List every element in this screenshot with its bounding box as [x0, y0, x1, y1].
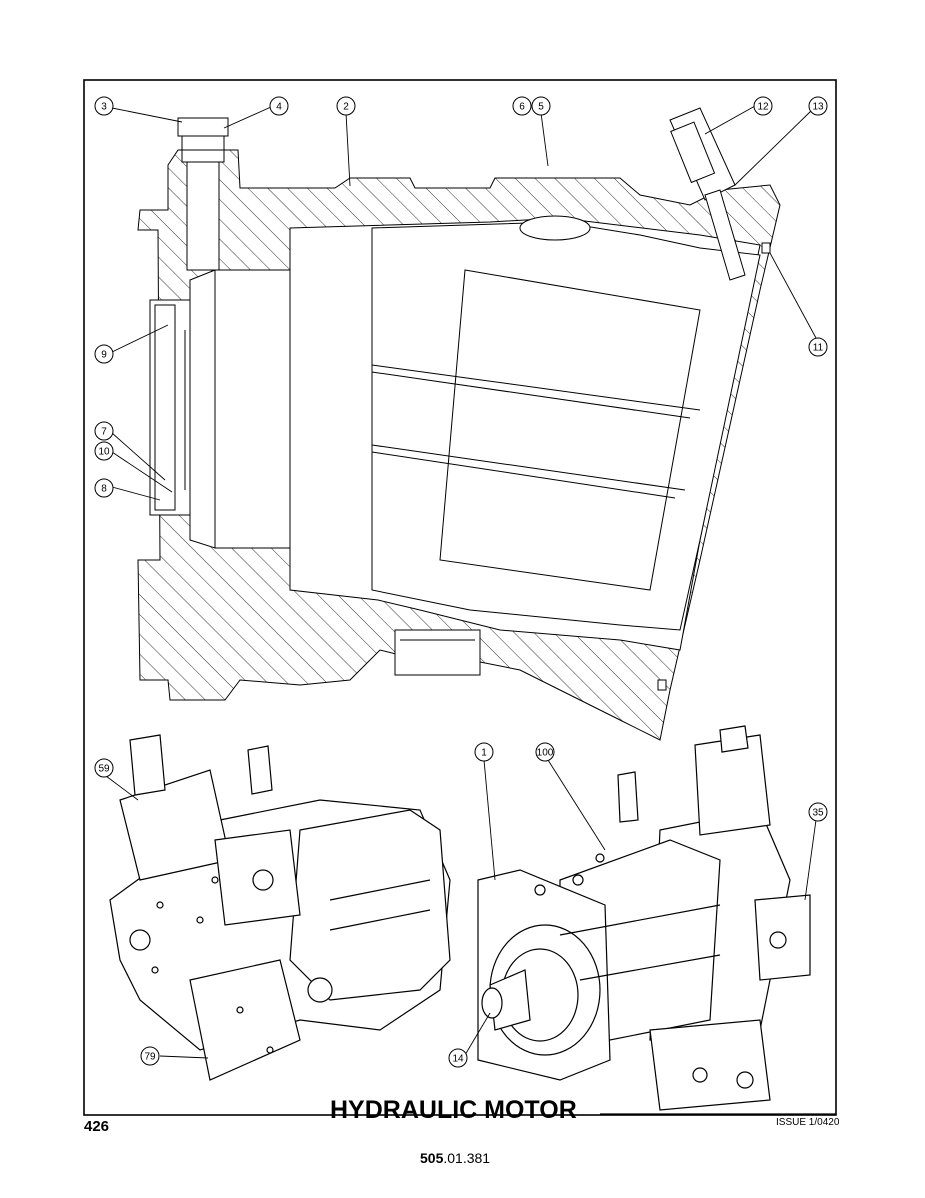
callout-7: 7 — [94, 421, 114, 441]
svg-text:9: 9 — [101, 350, 107, 361]
callout-12: 12 — [753, 96, 773, 116]
callout-35: 35 — [808, 802, 828, 822]
svg-text:6: 6 — [519, 102, 525, 113]
part-number-suffix: .01.381 — [443, 1150, 491, 1166]
svg-text:3: 3 — [101, 102, 107, 113]
svg-text:10: 10 — [98, 447, 110, 458]
callout-8: 8 — [94, 478, 114, 498]
vertical-port — [186, 159, 220, 271]
callout-79: 79 — [140, 1046, 160, 1066]
svg-text:4: 4 — [276, 102, 282, 113]
drawing-frame — [83, 79, 837, 1116]
callout-1: 1 — [474, 742, 494, 762]
callout-3: 3 — [94, 96, 114, 116]
callout-11: 11 — [808, 337, 828, 357]
svg-text:35: 35 — [812, 808, 824, 819]
svg-text:7: 7 — [101, 427, 107, 438]
page-number: 426 — [84, 1118, 110, 1135]
part-number: 505.01.381 — [420, 1150, 490, 1166]
svg-text:14: 14 — [452, 1054, 464, 1065]
callout-10: 10 — [94, 441, 114, 461]
cross-section-view — [137, 107, 781, 741]
issue-label: ISSUE 1/0420 — [776, 1117, 840, 1128]
svg-text:8: 8 — [101, 484, 107, 495]
callout-2: 2 — [336, 96, 356, 116]
svg-text:2: 2 — [343, 102, 349, 113]
callout-14: 14 — [448, 1048, 468, 1068]
right-isometric-view — [477, 725, 811, 1111]
svg-text:11: 11 — [813, 343, 824, 354]
left-isometric-view — [109, 734, 451, 1081]
callout-9: 9 — [94, 344, 114, 364]
speed-sensor — [669, 107, 746, 281]
callout-13: 13 — [808, 96, 828, 116]
svg-text:13: 13 — [812, 102, 824, 113]
svg-text:1: 1 — [481, 748, 487, 759]
page-title: HYDRAULIC MOTOR — [330, 1096, 577, 1124]
callout-6: 6 — [512, 96, 532, 116]
part-number-prefix: 505 — [420, 1150, 444, 1166]
callout-4: 4 — [269, 96, 289, 116]
svg-text:5: 5 — [538, 102, 544, 113]
leader-lines — [105, 105, 817, 1059]
callout-59: 59 — [94, 758, 114, 778]
svg-text:12: 12 — [757, 102, 769, 113]
svg-text:79: 79 — [144, 1052, 156, 1063]
callout-5: 5 — [531, 96, 551, 116]
callout-100: 100 — [535, 742, 555, 762]
svg-text:59: 59 — [98, 764, 110, 775]
svg-text:100: 100 — [537, 748, 554, 759]
